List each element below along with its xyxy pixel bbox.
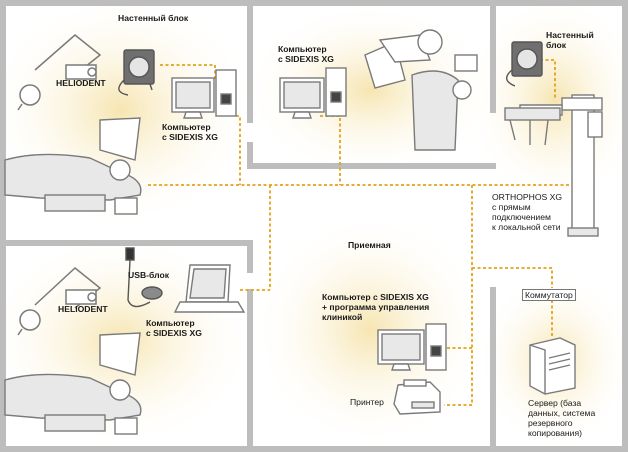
heliodent-bottom-label: HELIODENT: [58, 304, 108, 314]
switch-label: Коммутатор: [522, 289, 576, 301]
server-label: Сервер (база данных, система резервного …: [528, 398, 596, 438]
wall-unit-top-left-label: Настенный блок: [118, 13, 189, 23]
network-lines: [148, 59, 585, 406]
printer-device: [393, 379, 441, 415]
usb-unit: [125, 247, 163, 308]
computer-top-middle-label: Компьютер с SIDEXIS XG: [278, 44, 334, 64]
computer-top-middle: [279, 67, 347, 119]
dental-chair-bottom-left: [4, 332, 142, 435]
computer-bottom-left-label: Компьютер с SIDEXIS XG: [146, 318, 202, 338]
wall-unit-top-right: [506, 41, 543, 87]
heliodent-bottom: [17, 267, 102, 336]
dental-chair-top-left: [4, 117, 142, 215]
orthophos-unit: [504, 94, 603, 237]
computer-top-left: [171, 69, 237, 119]
wall-unit-top-right-label: Настенный блок: [546, 30, 594, 50]
computer-reception-label: Компьютер с SIDEXIS XG + программа управ…: [322, 292, 430, 322]
printer-label: Принтер: [350, 397, 384, 407]
server-device: [529, 337, 576, 395]
computer-reception: [377, 323, 447, 371]
laptop-bottom-left: [173, 264, 246, 313]
computer-top-left-label: Компьютер с SIDEXIS XG: [162, 122, 218, 142]
heliodent-top: [17, 34, 102, 111]
heliodent-top-label: HELIODENT: [56, 78, 106, 88]
reception-label: Приемная: [348, 240, 391, 250]
wall-unit-top-left: [118, 49, 155, 96]
usb-unit-label: USB-блок: [128, 270, 169, 280]
orthophos-label: ORTHOPHOS XG с прямым подключением к лок…: [492, 192, 563, 232]
dental-unit-top-middle: [364, 29, 478, 151]
